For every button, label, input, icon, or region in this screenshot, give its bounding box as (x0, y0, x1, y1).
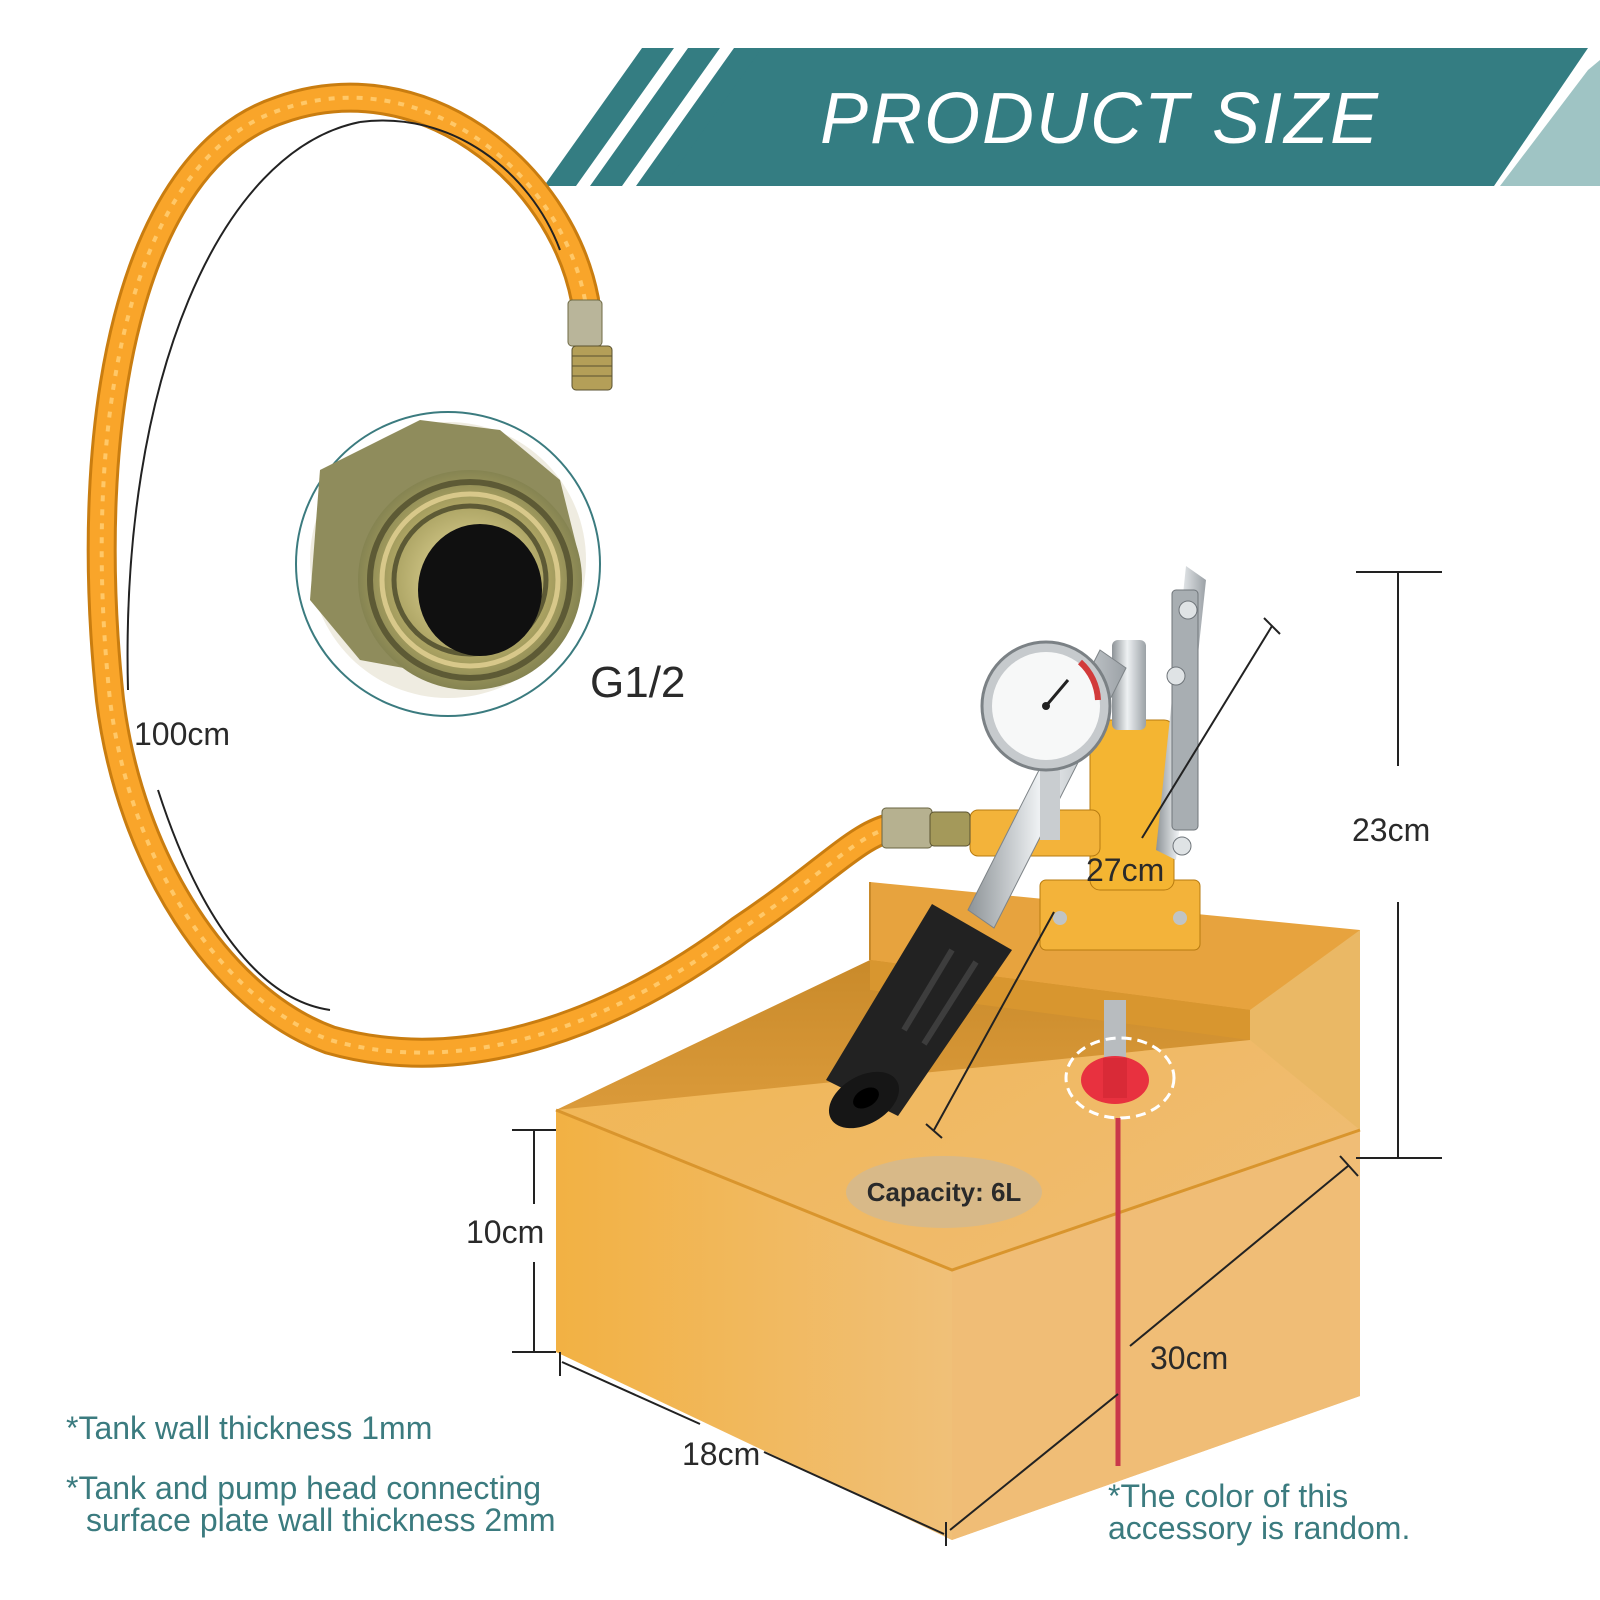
pump-head (826, 566, 1206, 1129)
header-banner (544, 48, 1600, 186)
hose (86, 82, 915, 1068)
total-height-label: 23cm (1352, 812, 1431, 848)
note-plate-line2: surface plate wall thickness 2mm (86, 1502, 556, 1538)
tank-width-label: 18cm (682, 1436, 761, 1472)
note-accessory-line2: accessory is random. (1108, 1510, 1411, 1546)
capacity-badge: Capacity: 6L (846, 1156, 1042, 1228)
capacity-text: Capacity: 6L (866, 1176, 1022, 1207)
tank-length-label: 30cm (1150, 1340, 1229, 1376)
thread-size-label: G1/2 (590, 658, 686, 707)
dimension-lines (512, 571, 1442, 1546)
threaded-fitting-icon (310, 420, 582, 690)
note-accessory-line1: *The color of this (1108, 1478, 1349, 1514)
handle-length-label: 27cm (1086, 852, 1165, 888)
hose-measure-line-top (126, 121, 361, 691)
thread-zoom (295, 411, 601, 717)
pressure-gauge-icon (980, 640, 1112, 840)
hose-end-fitting (567, 299, 613, 391)
handle-grip (826, 904, 1012, 1129)
valve-accessory (1064, 1000, 1176, 1466)
note-plate-line1: *Tank and pump head connecting (66, 1470, 542, 1506)
page-title: PRODUCT SIZE (820, 79, 1381, 159)
hose-length-label: 100cm (134, 716, 231, 752)
note-wall-thickness: *Tank wall thickness 1mm (66, 1410, 433, 1446)
tank-height-label: 10cm (466, 1214, 545, 1250)
hose-measure-line-bottom (157, 789, 331, 1011)
